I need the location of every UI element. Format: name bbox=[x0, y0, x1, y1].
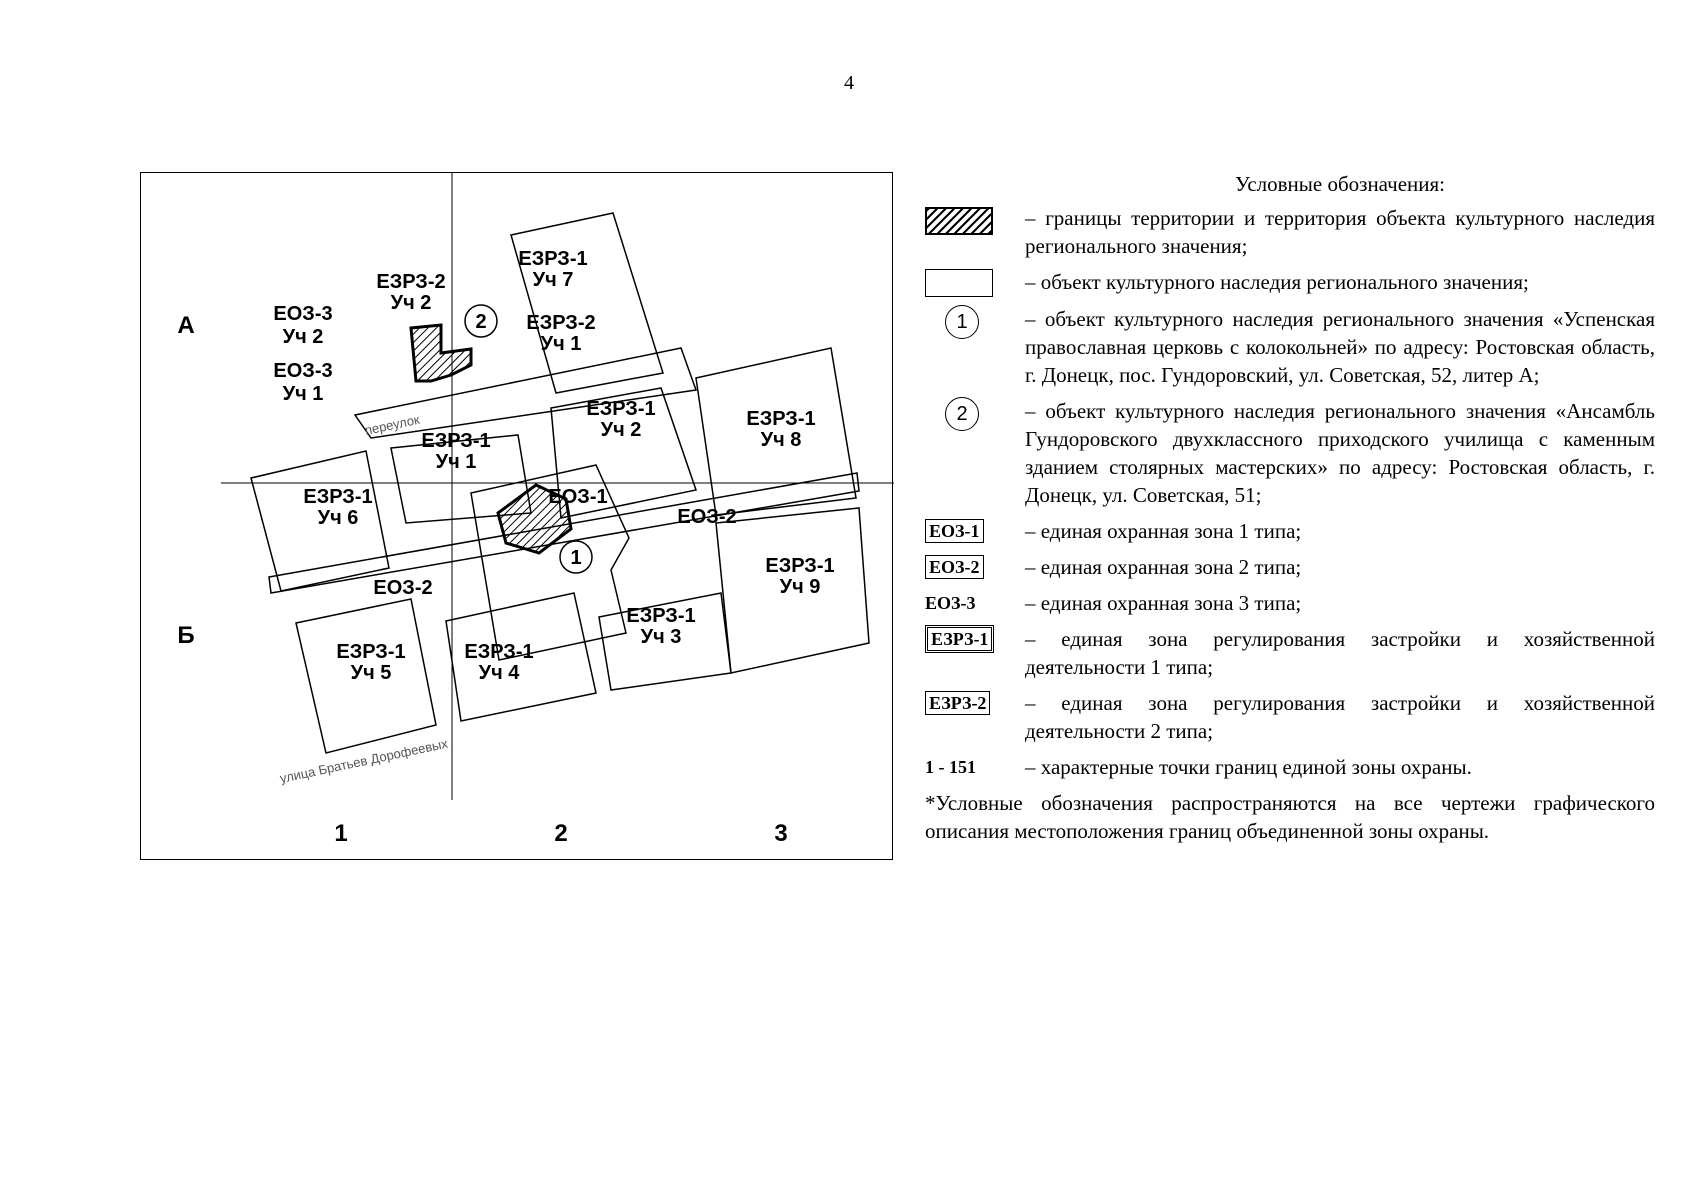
zone-label: ЕОЗ-1 bbox=[548, 486, 607, 508]
legend-item: 1 – объект культурного наследия регионал… bbox=[925, 305, 1655, 389]
block-ezrz1-uch9 bbox=[715, 507, 870, 674]
circle-marker-icon: 2 bbox=[945, 397, 979, 431]
zone-label: ЕЗРЗ-2 bbox=[376, 271, 445, 293]
block-ezrz1-uch8 bbox=[695, 347, 857, 516]
block-ezrz1-uch6 bbox=[250, 450, 390, 592]
legend-item-text: – объект культурного наследия региональн… bbox=[1025, 399, 1655, 507]
marker-2-label: 2 bbox=[475, 311, 486, 333]
zone-label: ЕЗРЗ-1 bbox=[421, 430, 490, 452]
marker-1 bbox=[559, 540, 593, 574]
zone-code-label: ЕОЗ-3 bbox=[925, 593, 976, 613]
zone-plot: Уч 1 bbox=[541, 333, 582, 355]
legend-item-text: – единая охранная зона 3 типа; bbox=[1025, 591, 1302, 615]
block-eoz1 bbox=[470, 464, 630, 661]
marker-2 bbox=[464, 304, 498, 338]
row-label-b: Б bbox=[177, 622, 194, 649]
zone-label: ЕОЗ-2 bbox=[373, 577, 432, 599]
legend-item: ЕОЗ-2 – единая охранная зона 2 типа; bbox=[925, 553, 1655, 581]
block-ezrz1-uch7 bbox=[510, 212, 664, 394]
zone-plot: Уч 2 bbox=[283, 326, 324, 348]
box-swatch-icon bbox=[925, 269, 993, 297]
zone-plot: Уч 2 bbox=[601, 419, 642, 441]
road-eoz2 bbox=[268, 472, 860, 594]
legend-item-text: – единая зона регулирования застройки и … bbox=[1025, 627, 1655, 679]
zone-label: ЕЗРЗ-1 bbox=[765, 555, 834, 577]
zone-plot: Уч 9 bbox=[780, 576, 821, 598]
zone-label: ЕЗРЗ-1 bbox=[626, 605, 695, 627]
legend-item: – границы территории и территория объект… bbox=[925, 204, 1655, 260]
legend-item: 2 – объект культурного наследия регионал… bbox=[925, 397, 1655, 509]
legend-title: Условные обозначения: bbox=[1234, 172, 1446, 196]
legend-item-text: – единая охранная зона 1 типа; bbox=[1025, 519, 1302, 543]
zone-label: ЕЗРЗ-1 bbox=[518, 248, 587, 270]
legend-item: ЕЗРЗ-2 – единая зона регулирования застр… bbox=[925, 689, 1655, 745]
zone-plot: Уч 7 bbox=[533, 269, 574, 291]
zone-label: ЕЗРЗ-1 bbox=[746, 408, 815, 430]
legend-item-text: – объект культурного наследия региональн… bbox=[1025, 270, 1529, 294]
legend-item-text: – единая охранная зона 2 типа; bbox=[1025, 555, 1302, 579]
heritage-site-2 bbox=[409, 323, 473, 383]
zone-code-label: ЕОЗ-2 bbox=[925, 555, 984, 579]
circle-marker-icon: 1 bbox=[945, 305, 979, 339]
page-number: 4 bbox=[844, 72, 854, 94]
row-label-a: А bbox=[177, 312, 194, 339]
zone-plot: Уч 1 bbox=[436, 451, 477, 473]
zone-plot: Уч 3 bbox=[641, 626, 682, 648]
heritage-site-1 bbox=[496, 483, 573, 555]
col-label-2: 2 bbox=[554, 820, 567, 847]
zone-code-label: ЕЗРЗ-1 bbox=[925, 625, 995, 653]
legend-item: 1 - 151 – характерные точки границ едино… bbox=[925, 753, 1655, 781]
map-drawing: 1 2 ЕЗРЗ-1 Уч 7 ЕЗРЗ-2 Уч 2 ЕЗРЗ-2 Уч 1 … bbox=[177, 173, 894, 847]
map-frame: 1 2 ЕЗРЗ-1 Уч 7 ЕЗРЗ-2 Уч 2 ЕЗРЗ-2 Уч 1 … bbox=[140, 172, 894, 860]
col-label-3: 3 bbox=[774, 820, 787, 847]
zone-plot: Уч 1 bbox=[283, 383, 324, 405]
zone-plot: Уч 8 bbox=[761, 429, 802, 451]
zone-label: ЕЗРЗ-1 bbox=[303, 486, 372, 508]
legend-item-text: – объект культурного наследия региональн… bbox=[1025, 307, 1655, 387]
street-label: переулок bbox=[364, 412, 422, 438]
zone-label: ЕЗРЗ-1 bbox=[586, 398, 655, 420]
legend-item: ЕЗРЗ-1 – единая зона регулирования застр… bbox=[925, 625, 1655, 681]
legend-item: ЕОЗ-3 – единая охранная зона 3 типа; bbox=[925, 589, 1655, 617]
zone-label: ЕОЗ-2 bbox=[677, 506, 736, 528]
zone-plot: Уч 4 bbox=[479, 662, 521, 684]
zone-plot: Уч 5 bbox=[351, 662, 392, 684]
zone-code-label: 1 - 151 bbox=[925, 757, 976, 777]
legend-item-text: – единая зона регулирования застройки и … bbox=[1025, 691, 1655, 743]
block-ezrz1-uch4 bbox=[445, 592, 597, 722]
block-ezrz1-uch3 bbox=[598, 592, 732, 691]
zone-label: ЕЗРЗ-1 bbox=[464, 641, 533, 663]
legend-item: ЕОЗ-1 – единая охранная зона 1 типа; bbox=[925, 517, 1655, 545]
zone-code-label: ЕЗРЗ-2 bbox=[925, 691, 991, 715]
legend-item-text: – границы территории и территория объект… bbox=[1025, 206, 1655, 258]
zone-label: ЕЗРЗ-1 bbox=[336, 641, 405, 663]
hatch-swatch-icon bbox=[925, 207, 993, 235]
legend-item: – объект культурного наследия региональн… bbox=[925, 268, 1655, 297]
zone-label: ЕЗРЗ-2 bbox=[526, 312, 595, 334]
block-ezrz1-uch5 bbox=[295, 598, 437, 754]
zone-plot: Уч 2 bbox=[391, 292, 432, 314]
block-ezrz1-uch2 bbox=[550, 387, 697, 519]
col-label-1: 1 bbox=[334, 820, 347, 847]
zone-code-label: ЕОЗ-1 bbox=[925, 519, 984, 543]
legend: Условные обозначения: – границы территор… bbox=[925, 170, 1655, 845]
road-pereulok bbox=[353, 347, 698, 439]
zone-plot: Уч 6 bbox=[318, 507, 359, 529]
legend-item-text: – характерные точки границ единой зоны о… bbox=[1025, 755, 1472, 779]
marker-1-label: 1 bbox=[570, 547, 581, 569]
legend-footnote: *Условные обозначения распространяются н… bbox=[925, 791, 1655, 843]
zone-label: ЕОЗ-3 bbox=[273, 360, 332, 382]
zone-label: ЕОЗ-3 bbox=[273, 303, 332, 325]
